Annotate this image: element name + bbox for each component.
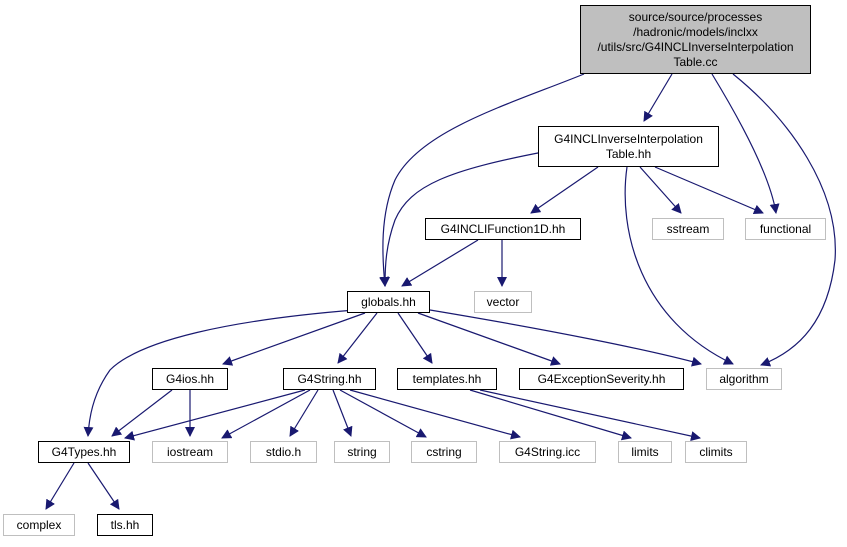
edge-root-to-algorithm [732, 73, 836, 367]
sstream-label: sstream [666, 221, 710, 236]
globals-label: globals.hh [361, 294, 416, 309]
g4exception-severity-node[interactable]: G4ExceptionSeverity.hh [519, 368, 684, 390]
globals-node[interactable]: globals.hh [347, 291, 430, 313]
function1d-label: G4INCLIFunction1D.hh [440, 221, 566, 236]
g4string-node[interactable]: G4String.hh [283, 368, 376, 390]
inverse-interpolation-table-label: G4INCLInverseInterpolation Table.hh [554, 131, 703, 161]
complex-node: complex [3, 514, 75, 536]
cstring-label: cstring [426, 444, 462, 459]
functional-label: functional [759, 221, 812, 236]
g4exception-severity-label: G4ExceptionSeverity.hh [537, 371, 666, 386]
edge-globals-to-templates [397, 312, 433, 364]
edge-inverse-to-sstream [639, 166, 682, 214]
edge-globals-to-g4ios [222, 312, 366, 366]
edge-inverse-to-globals [380, 151, 544, 287]
cstring-node: cstring [411, 441, 477, 463]
edge-g4string-to-cstring [339, 389, 427, 438]
limits-label: limits [631, 444, 659, 459]
edge-inverse-to-function1d [530, 166, 599, 214]
edges [45, 73, 836, 510]
tls-node[interactable]: tls.hh [97, 514, 153, 536]
edge-inverse-to-functional [654, 166, 764, 215]
templates-node[interactable]: templates.hh [397, 368, 497, 390]
climits-label: climits [699, 444, 733, 459]
edge-globals-to-g4string [337, 312, 378, 364]
g4string-icc-node: G4String.icc [499, 441, 596, 463]
iostream-node: iostream [152, 441, 228, 463]
inverse-interpolation-table-node[interactable]: G4INCLInverseInterpolation Table.hh [538, 126, 719, 167]
complex-label: complex [16, 517, 62, 532]
root-file-node: source/source/processes /hadronic/models… [580, 5, 811, 74]
edge-root-to-inverse-table [643, 73, 673, 122]
g4string-label: G4String.hh [297, 371, 362, 386]
edge-root-to-functional [711, 73, 780, 214]
edge-g4string-to-iostream [221, 389, 311, 439]
tls-label: tls.hh [110, 517, 140, 532]
vector-node: vector [474, 291, 532, 313]
vector-label: vector [486, 294, 520, 309]
edge-templates-to-limits [469, 389, 632, 441]
string-label: string [347, 444, 377, 459]
templates-label: templates.hh [412, 371, 482, 386]
g4types-label: G4Types.hh [51, 444, 117, 459]
stdio-label: stdio.h [265, 444, 302, 459]
algorithm-label: algorithm [719, 371, 769, 386]
edge-g4ios-to-g4types [111, 389, 173, 437]
edge-root-to-globals [379, 73, 585, 287]
edge-globals-to-g4exception [417, 312, 561, 366]
edge-g4types-to-tls [87, 462, 120, 510]
algorithm-node: algorithm [706, 368, 782, 390]
g4ios-node[interactable]: G4ios.hh [152, 368, 228, 390]
edge-templates-to-climits [479, 389, 701, 441]
climits-node: climits [685, 441, 747, 463]
iostream-label: iostream [166, 444, 213, 459]
edge-g4string-to-g4types [124, 389, 306, 441]
edge-function1d-to-globals [401, 239, 479, 287]
edge-globals-to-algorithm [429, 309, 702, 367]
limits-node: limits [618, 441, 672, 463]
edge-g4string-to-g4string-icc [349, 389, 521, 440]
edge-inverse-to-algorithm [624, 166, 734, 365]
edge-g4types-to-complex [45, 462, 75, 510]
functional-node: functional [745, 218, 826, 240]
root-file-label: source/source/processes /hadronic/models… [597, 9, 794, 69]
sstream-node: sstream [652, 218, 724, 240]
g4types-node[interactable]: G4Types.hh [38, 441, 130, 463]
stdio-node: stdio.h [250, 441, 317, 463]
function1d-node[interactable]: G4INCLIFunction1D.hh [425, 218, 581, 240]
edge-g4string-to-stdio [289, 389, 319, 437]
string-node: string [334, 441, 390, 463]
g4ios-label: G4ios.hh [165, 371, 215, 386]
edge-g4string-to-string [332, 389, 353, 437]
g4string-icc-label: G4String.icc [514, 444, 581, 459]
edge-globals-to-g4types [83, 309, 356, 437]
